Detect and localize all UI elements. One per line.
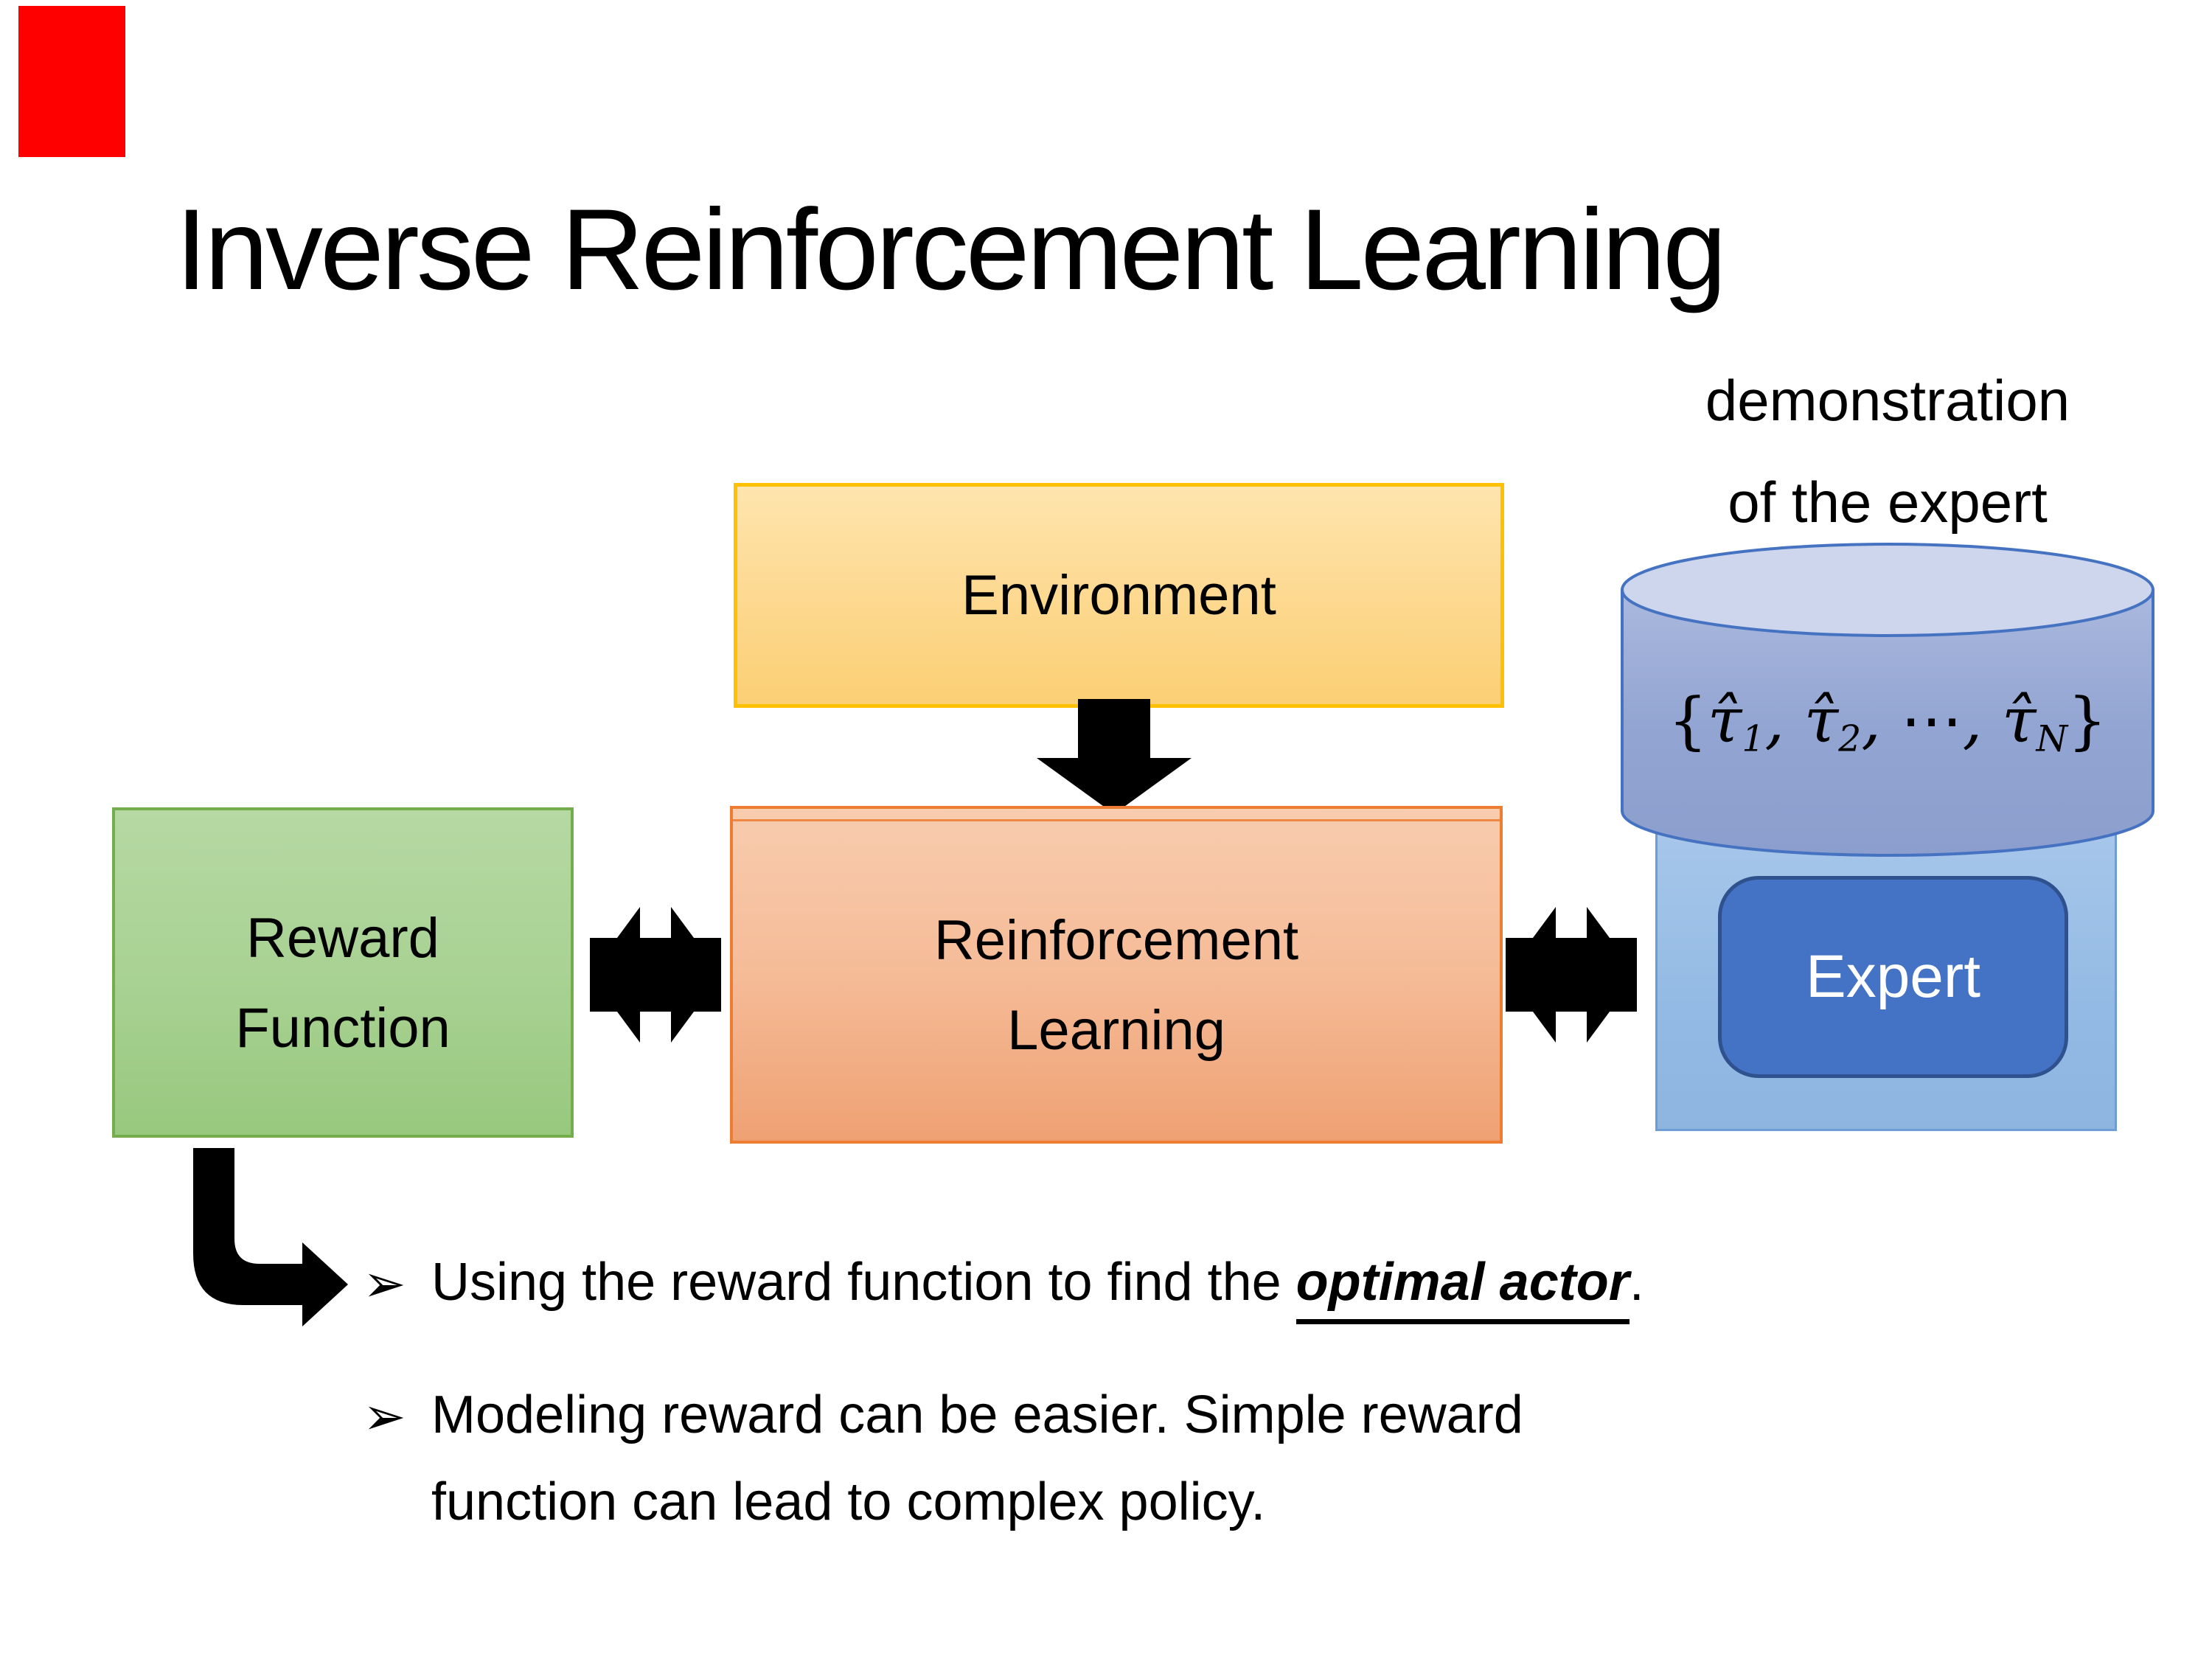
formula-subN: N (2036, 718, 2068, 760)
environment-box: Environment (734, 483, 1504, 708)
demonstration-label-line1: demonstration (1705, 368, 2070, 433)
bullet1-pre: Using the reward function to find the (431, 1253, 1296, 1312)
page-title: Inverse Reinforcement Learning (175, 186, 1727, 314)
formula-tau1: τ̂ (1707, 684, 1742, 757)
reward-label-line1: Reward (246, 907, 439, 970)
formula-tauN: τ̂ (2002, 684, 2037, 757)
formula-close-brace: } (2067, 684, 2107, 757)
reward-function-box: Reward Function (112, 807, 574, 1138)
elbow-arrow-icon (193, 1148, 348, 1326)
rl-label-line2: Learning (1007, 999, 1225, 1062)
trajectory-set-formula: {τ̂1, τ̂2, ⋯, τ̂N} (1622, 684, 2153, 759)
formula-dots: ⋯ (1900, 684, 1963, 757)
demonstration-label-line2: of the expert (1728, 470, 2048, 535)
formula-sub2: 2 (1838, 718, 1862, 760)
bullet1-emphasis: optimal actor (1295, 1253, 1630, 1324)
bullet2-marker: ➢ (363, 1388, 406, 1445)
orange-box-top-edge (733, 819, 1500, 821)
bullet1-text: Using the reward function to find the op… (431, 1252, 1644, 1324)
formula-comma3: , (1962, 684, 2003, 757)
bullet2-text-line2: function can lead to complex policy. (431, 1472, 1266, 1531)
double-arrow-right-icon (1506, 907, 1637, 1043)
double-arrow-left-icon (590, 907, 721, 1043)
formula-sub1: 1 (1742, 718, 1765, 760)
formula-comma2: , (1861, 684, 1901, 757)
reward-label-line2: Function (235, 997, 451, 1060)
bullet2-text-line1: Modeling reward can be easier. Simple re… (431, 1385, 1523, 1444)
expert-box: Expert (1718, 876, 2068, 1078)
formula-tau2: τ̂ (1804, 684, 1839, 757)
environment-label: Environment (961, 564, 1276, 627)
down-arrow-icon (1037, 699, 1192, 814)
formula-open-brace: { (1668, 684, 1708, 757)
red-corner-marker (18, 6, 125, 157)
formula-comma1: , (1764, 684, 1804, 757)
expert-label: Expert (1806, 943, 1980, 1010)
reinforcement-learning-box: Reinforcement Learning (730, 806, 1503, 1144)
bullet1-marker: ➢ (363, 1255, 406, 1312)
rl-label-line1: Reinforcement (933, 909, 1299, 972)
bullet1-post: . (1629, 1253, 1644, 1312)
